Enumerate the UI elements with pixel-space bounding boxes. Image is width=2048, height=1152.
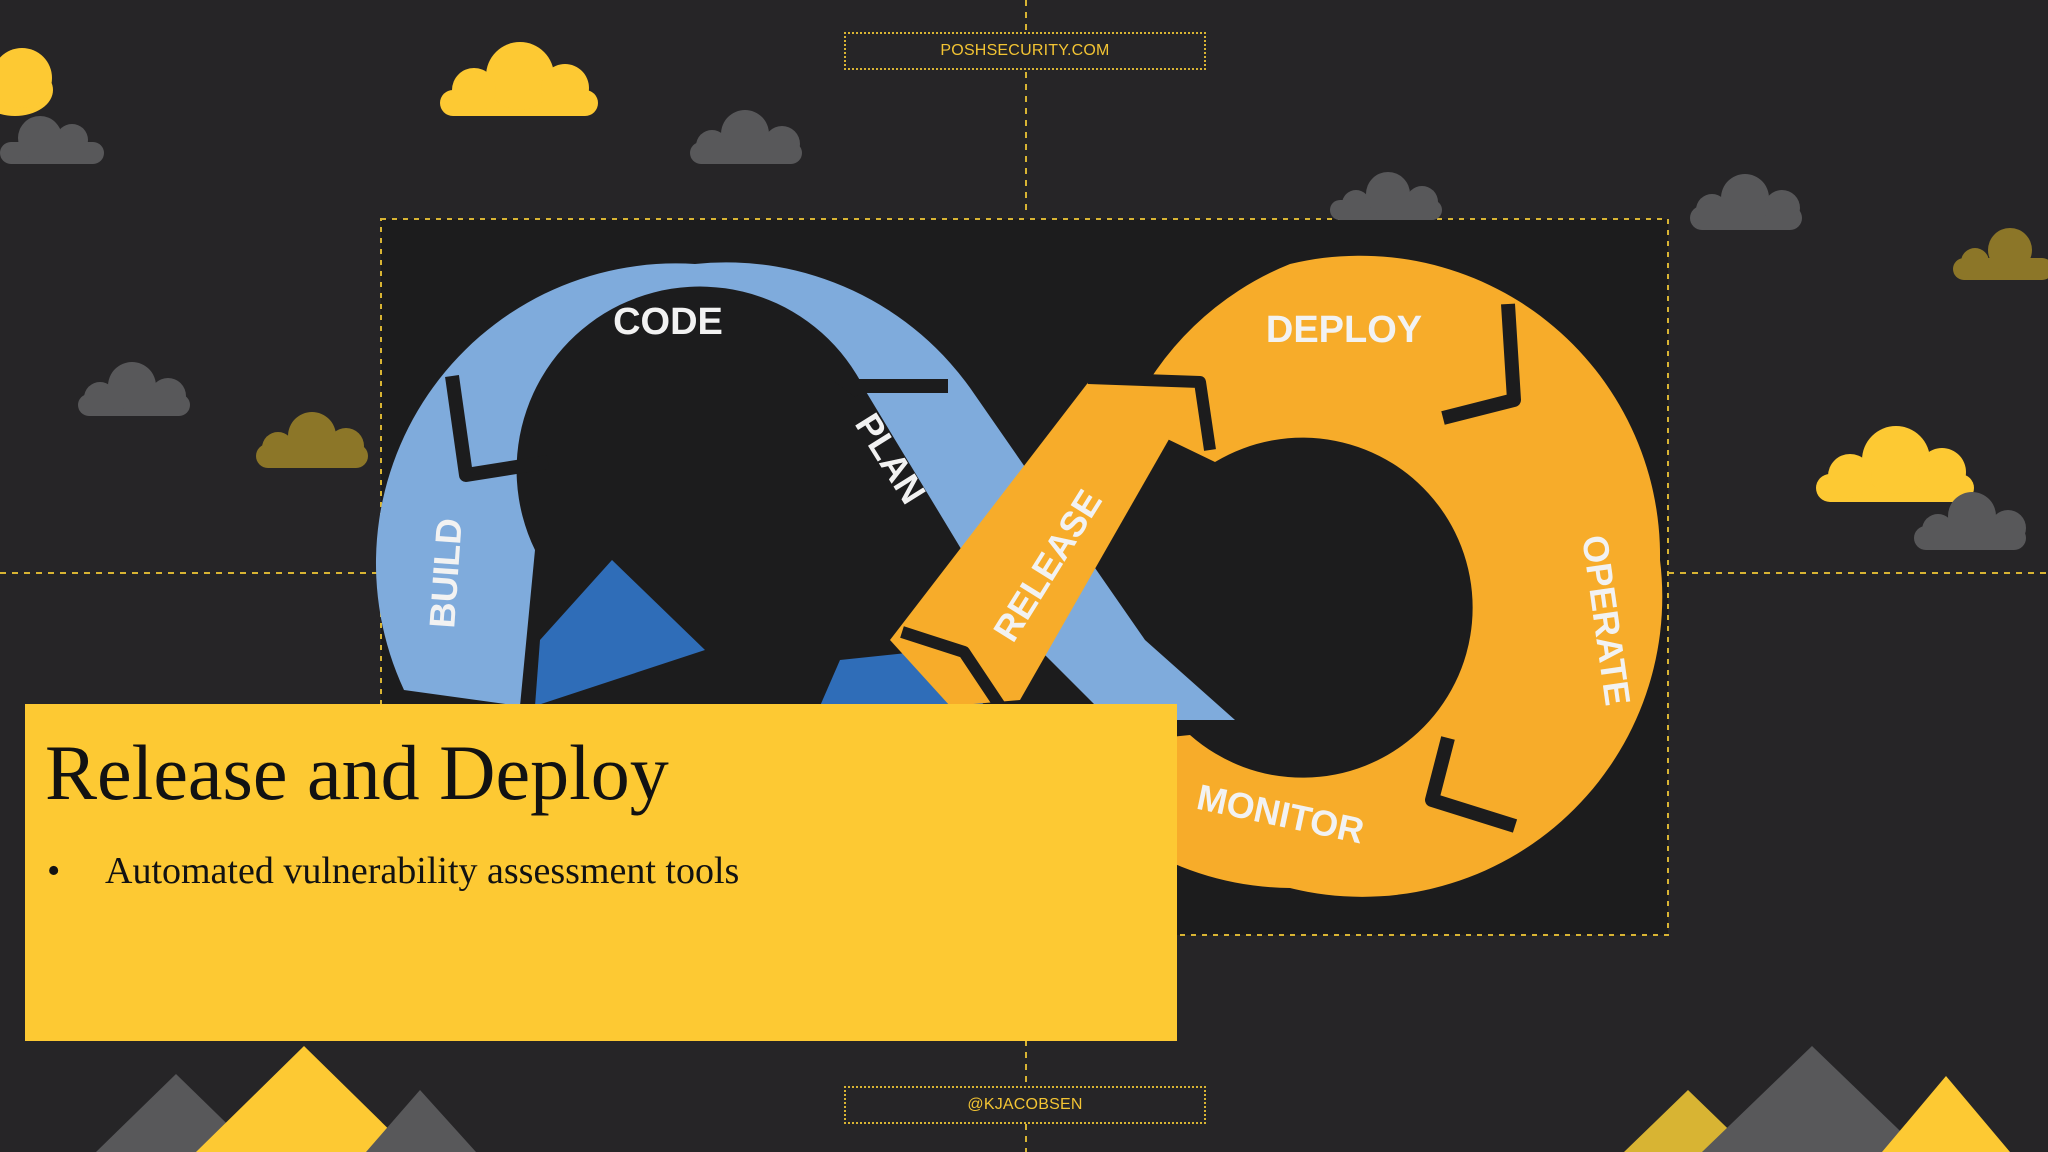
bullet-icon: • xyxy=(47,850,61,892)
site-url: POSHSECURITY.COM xyxy=(844,32,1206,70)
title-card: Release and Deploy • Automated vulnerabi… xyxy=(25,704,1177,1041)
cloud-icon xyxy=(1816,426,1974,502)
devops-infinity-diagram: CODE PLAN BUILD DEPLOY RELEASE OPERATE M… xyxy=(375,255,1663,897)
cloud-icon xyxy=(0,48,53,116)
mountain-icon xyxy=(366,1090,476,1152)
cloud-icon xyxy=(1914,492,2026,550)
cloud-icon xyxy=(1690,174,1802,230)
bullet-text: Automated vulnerability assessment tools xyxy=(105,850,740,892)
stage-label-build: BUILD xyxy=(421,517,470,630)
orange-loop xyxy=(1040,255,1663,897)
stage-label-deploy: DEPLOY xyxy=(1266,309,1422,351)
mountain-icon xyxy=(1702,1046,1922,1152)
cloud-icon xyxy=(256,412,368,468)
slide-title: Release and Deploy xyxy=(45,729,669,816)
cloud-icon xyxy=(78,362,190,416)
author-handle: @KJACOBSEN xyxy=(844,1086,1206,1124)
mountain-icon xyxy=(1882,1076,2010,1152)
cloud-icon xyxy=(0,116,104,164)
cloud-icon xyxy=(1953,228,2048,280)
cloud-icon xyxy=(440,42,598,116)
blue-dark-segment xyxy=(535,560,705,706)
release-band xyxy=(890,380,1200,706)
bullet-item: • Automated vulnerability assessment too… xyxy=(47,852,739,890)
cloud-icon xyxy=(690,110,802,164)
stage-label-code: CODE xyxy=(613,301,723,343)
cloud-icon xyxy=(1330,172,1442,220)
mountain-icon xyxy=(196,1046,412,1152)
